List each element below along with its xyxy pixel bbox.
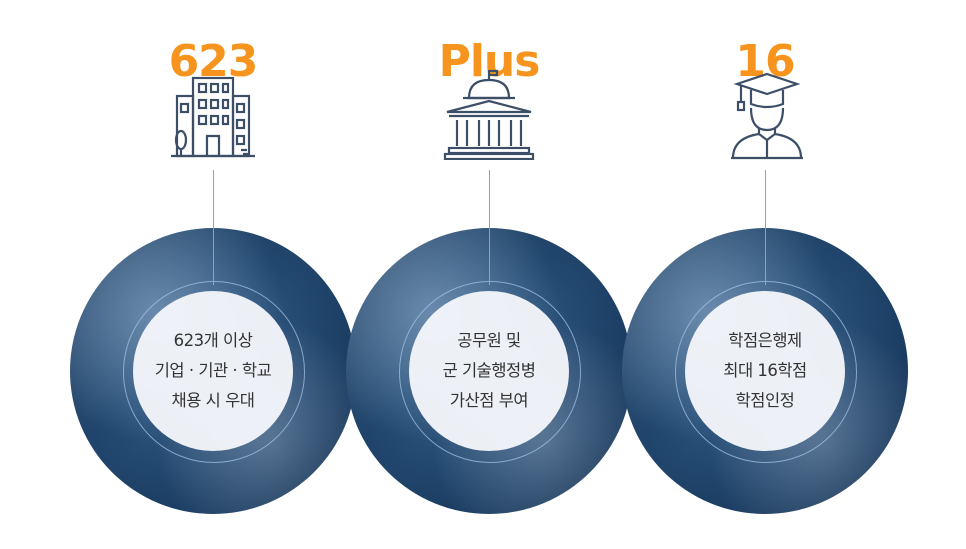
feature-line: 채용 시 우대	[171, 391, 255, 410]
stat-value: 623	[168, 36, 259, 87]
circle-ring	[399, 281, 581, 463]
feature-line: 학점은행제	[728, 331, 802, 350]
circle-ring	[123, 281, 305, 463]
feature-line: 최대 16학점	[723, 361, 807, 380]
building-icon	[163, 68, 263, 160]
graduate-icon	[715, 68, 815, 160]
feature-line: 공무원 및	[457, 331, 521, 350]
feature-text-box: 공무원 및 군 기술행정병 가산점 부여	[409, 291, 569, 451]
feature-circle: 공무원 및 군 기술행정병 가산점 부여	[346, 228, 632, 514]
feature-line: 학점인정	[735, 391, 795, 410]
feature-line: 군 기술행정병	[442, 361, 536, 380]
circle-ring	[675, 281, 857, 463]
government-building-icon	[439, 68, 539, 160]
connector-line	[488, 170, 490, 285]
feature-line: 가산점 부여	[449, 391, 529, 410]
stat-value: 16	[735, 36, 795, 87]
feature-line: 기업 · 기관 · 학교	[154, 361, 272, 380]
feature-text-box: 학점은행제 최대 16학점 학점인정	[685, 291, 845, 451]
connector-line	[764, 170, 766, 285]
feature-text-box: 623개 이상 기업 · 기관 · 학교 채용 시 우대	[133, 291, 293, 451]
feature-line: 623개 이상	[173, 331, 253, 350]
connector-line	[212, 170, 214, 285]
